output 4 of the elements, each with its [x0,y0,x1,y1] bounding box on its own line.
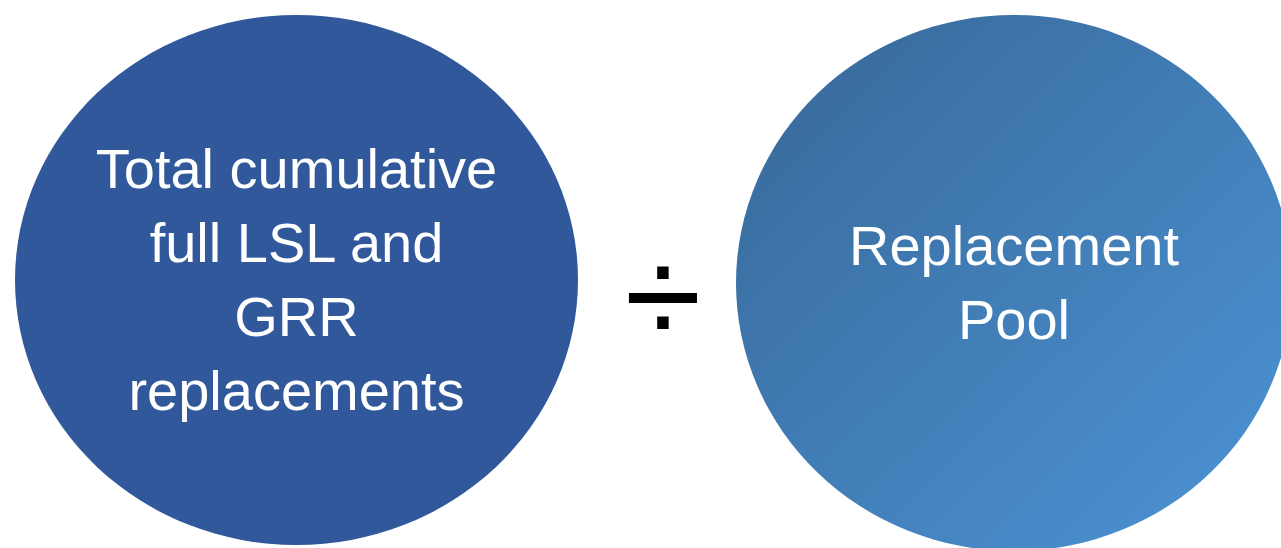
ellipse-node [15,15,578,545]
division-sign: ÷ [624,226,702,366]
node-text: Replacement Pool [848,213,1180,353]
node-text: Total cumulative full LSL and GRR replacements [94,136,499,424]
